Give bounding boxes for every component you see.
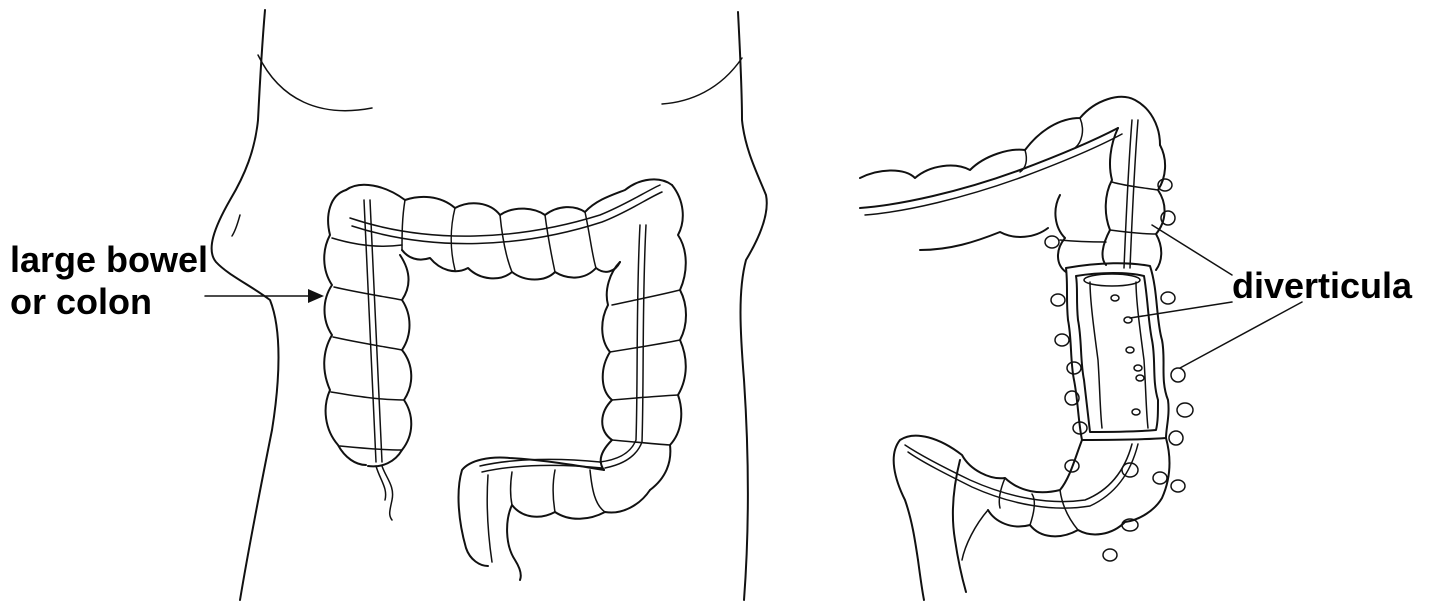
large-bowel-label-line2: or colon <box>10 282 152 322</box>
colon-left <box>324 179 686 580</box>
large-bowel-label-line1: large bowel <box>10 240 208 280</box>
diverticula-label: diverticula <box>1232 266 1412 306</box>
colon-right <box>860 97 1193 600</box>
torso-outline <box>212 10 767 600</box>
pointer-arrow <box>205 289 324 303</box>
